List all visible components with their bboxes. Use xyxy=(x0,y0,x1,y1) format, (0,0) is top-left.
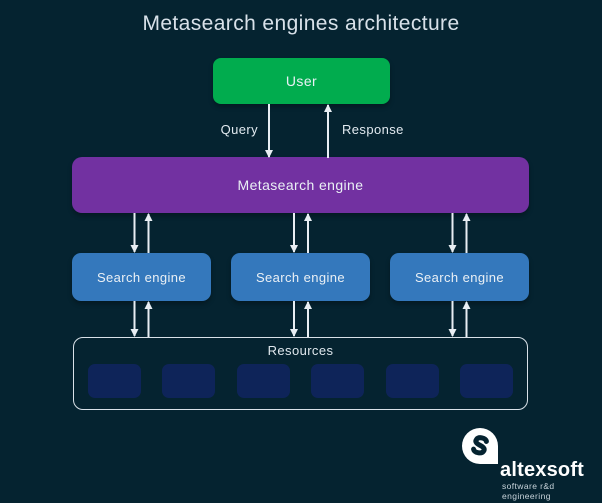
search-engine-label-1: Search engine xyxy=(96,269,187,285)
altexsoft-tagline: software r&d engineering xyxy=(502,481,555,501)
resource-item xyxy=(88,364,141,398)
altexsoft-logo-icon xyxy=(462,428,498,464)
resource-item xyxy=(311,364,365,398)
resource-item xyxy=(385,364,439,398)
search-engine-node-3: Search engine xyxy=(390,253,529,301)
user-node: User xyxy=(213,58,390,104)
metasearch-engine-node: Metasearch engine xyxy=(72,157,529,213)
search-engine-label-2: Search engine xyxy=(255,269,346,285)
response-label: Response xyxy=(342,122,404,137)
resource-items xyxy=(88,364,513,398)
resource-item xyxy=(459,364,513,398)
user-node-label: User xyxy=(285,73,318,89)
query-label: Query xyxy=(220,122,258,137)
resources-label: Resources xyxy=(267,343,334,358)
altexsoft-s-glyph xyxy=(471,435,489,456)
search-engine-node-2: Search engine xyxy=(231,253,370,301)
resource-item xyxy=(162,364,216,398)
resources-group: Resources xyxy=(73,337,528,410)
altexsoft-wordmark: altexsoft xyxy=(500,459,585,481)
search-engine-node-1: Search engine xyxy=(72,253,211,301)
resource-item xyxy=(236,364,290,398)
page-title: Metasearch engines architecture xyxy=(142,12,460,35)
search-engine-label-3: Search engine xyxy=(414,269,505,285)
metasearch-engine-label: Metasearch engine xyxy=(237,177,364,193)
